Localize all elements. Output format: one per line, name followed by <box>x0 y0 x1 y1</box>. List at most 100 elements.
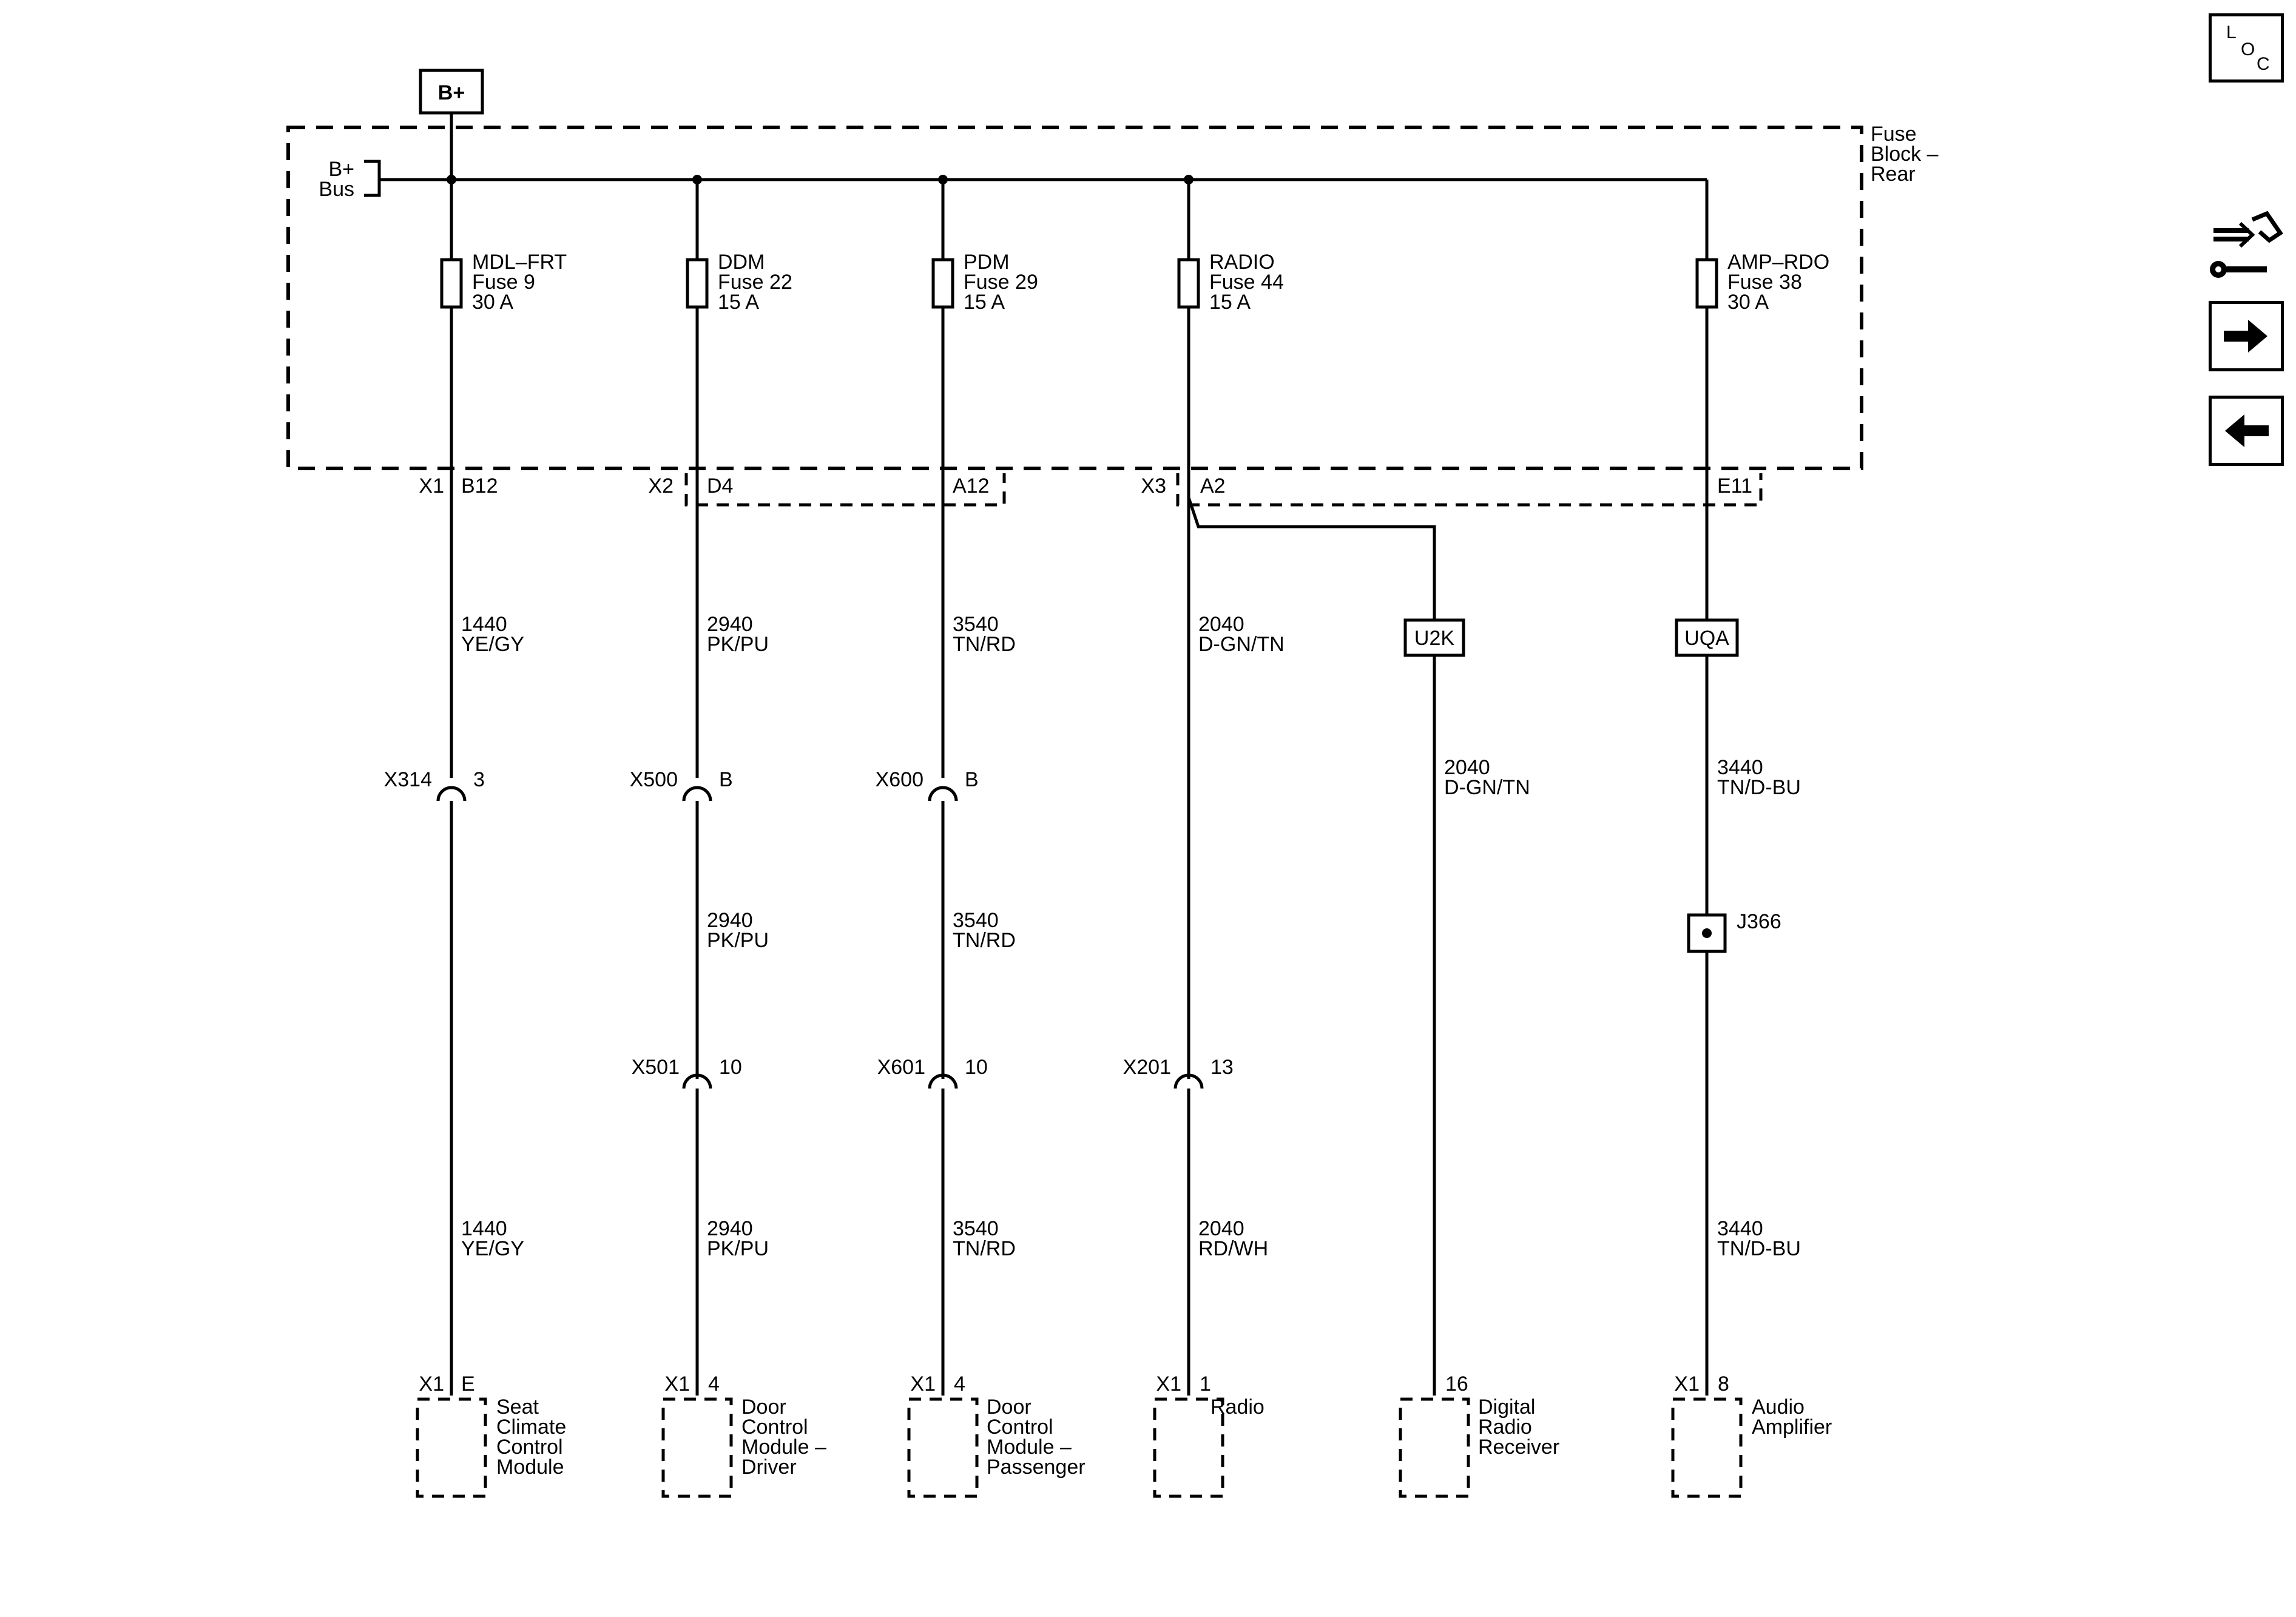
wire-circuit: 2940 <box>707 1217 753 1240</box>
wire-color: TN/RD <box>953 1237 1016 1260</box>
location-button[interactable]: L O C <box>2209 13 2284 83</box>
next-page-button[interactable] <box>2209 301 2284 371</box>
component-box <box>1399 1397 1470 1498</box>
component-box <box>661 1397 733 1498</box>
fuse-symbol <box>931 258 954 309</box>
component-pin: 4 <box>954 1372 965 1396</box>
fuse-symbol <box>1177 258 1200 309</box>
block-connector: X1 <box>419 474 444 498</box>
inline-pin: B <box>965 768 979 791</box>
wire-color: YE/GY <box>461 1237 524 1260</box>
wire-color: TN/D-BU <box>1717 776 1801 799</box>
block-pin: D4 <box>707 474 733 498</box>
connector-symbol <box>682 786 712 802</box>
fuse-symbol <box>440 258 463 309</box>
wire-color: TN/RD <box>953 929 1016 952</box>
wire-circuit: 3440 <box>1717 756 1763 779</box>
component-label: Seat <box>496 1396 539 1419</box>
previous-page-button[interactable] <box>2209 396 2284 466</box>
circuit-radio: RADIO Fuse 44 15 A X3 A2 2040 D-GN/TN X2… <box>1123 180 1285 1498</box>
connector-symbol <box>1173 1073 1204 1089</box>
component-label: Digital <box>1478 1396 1535 1419</box>
component-label: Module <box>496 1456 564 1479</box>
block-connector: X2 <box>648 474 674 498</box>
fuse-symbol <box>686 258 709 309</box>
component-label: Module – <box>987 1436 1072 1459</box>
fuse-name: PDM <box>964 251 1010 274</box>
option-label: UQA <box>1684 627 1729 650</box>
wire-color: RD/WH <box>1198 1237 1268 1260</box>
loc-c: C <box>2257 54 2270 74</box>
harness-wrench-glyph <box>2210 211 2283 278</box>
wire-color: PK/PU <box>707 1237 769 1260</box>
block-pin: E11 <box>1717 474 1752 498</box>
circuit-audio-amplifier: AMP–RDO Fuse 38 30 A E11 UQA 3440 TN/D-B… <box>1671 180 1832 1498</box>
x3-connector-outline <box>1176 473 1763 507</box>
fuse-rating: 30 A <box>472 291 513 314</box>
wire-circuit: 2040 <box>1198 1217 1244 1240</box>
component-connector: X1 <box>419 1372 444 1396</box>
wire-color: YE/GY <box>461 633 524 656</box>
fuse-number: Fuse 22 <box>718 271 792 294</box>
inline-pin: 10 <box>719 1056 742 1079</box>
connector-symbol <box>928 786 958 802</box>
x2-connector-outline <box>684 473 1006 507</box>
component-pin: 16 <box>1445 1372 1468 1396</box>
wire-circuit: 3540 <box>953 613 999 636</box>
connector-symbol <box>928 1073 958 1089</box>
component-label: Control <box>741 1416 808 1439</box>
inline-connector: X600 <box>876 768 923 791</box>
wire-circuit: 3540 <box>953 909 999 932</box>
component-pin: 4 <box>708 1372 720 1396</box>
fuse-number: Fuse 44 <box>1209 271 1284 294</box>
component-label: Driver <box>741 1456 797 1479</box>
bus-bracket <box>364 160 381 197</box>
connector-symbol <box>436 786 467 802</box>
component-label: Radio <box>1210 1396 1264 1419</box>
fuse-block-label-2: Block – <box>1871 143 1939 166</box>
component-label: Module – <box>741 1436 826 1459</box>
wire-circuit: 1440 <box>461 1217 507 1240</box>
inline-connector: X201 <box>1123 1056 1171 1079</box>
block-pin: B12 <box>461 474 498 498</box>
component-label: Passenger <box>987 1456 1086 1479</box>
splice-label: J366 <box>1737 910 1781 933</box>
wire-color: D-GN/TN <box>1198 633 1285 656</box>
fuse-name: DDM <box>718 251 765 274</box>
wire-color: PK/PU <box>707 929 769 952</box>
fuse-block-label-3: Rear <box>1871 163 1916 186</box>
wire-circuit: 2040 <box>1198 613 1244 636</box>
wire-circuit: 2940 <box>707 909 753 932</box>
wire-color: TN/D-BU <box>1717 1237 1801 1260</box>
component-label: Climate <box>496 1416 566 1439</box>
loc-o: O <box>2241 39 2255 59</box>
block-pin: A2 <box>1200 474 1226 498</box>
loc-l: L <box>2226 22 2237 42</box>
component-connector: X1 <box>1156 1372 1181 1396</box>
component-label: Control <box>987 1416 1053 1439</box>
fuse-symbol <box>1695 258 1718 309</box>
fuse-rating: 15 A <box>1209 291 1251 314</box>
fuse-number: Fuse 29 <box>964 271 1038 294</box>
inline-connector: X500 <box>630 768 678 791</box>
block-connector: X3 <box>1141 474 1166 498</box>
harness-wrench-icon[interactable] <box>2209 203 2284 282</box>
fuse-number: Fuse 38 <box>1727 271 1802 294</box>
arrow-right-icon <box>2224 320 2267 353</box>
component-box <box>1671 1397 1743 1498</box>
bus-label-2: Bus <box>319 178 354 201</box>
wire-color: TN/RD <box>953 633 1016 656</box>
fuse-rating: 15 A <box>718 291 759 314</box>
b-plus-label: B+ <box>438 81 465 104</box>
component-label: Door <box>987 1396 1032 1419</box>
component-label: Audio <box>1752 1396 1805 1419</box>
wire-circuit: 2040 <box>1444 756 1490 779</box>
component-box <box>416 1397 487 1498</box>
connector-symbol <box>682 1073 712 1089</box>
component-connector: X1 <box>664 1372 690 1396</box>
component-pin: E <box>461 1372 475 1396</box>
option-label: U2K <box>1414 627 1454 650</box>
component-connector: X1 <box>910 1372 936 1396</box>
circuit-digital-radio: U2K 2040 D-GN/TN 16 Digital Radio Receiv… <box>1399 618 1559 1498</box>
